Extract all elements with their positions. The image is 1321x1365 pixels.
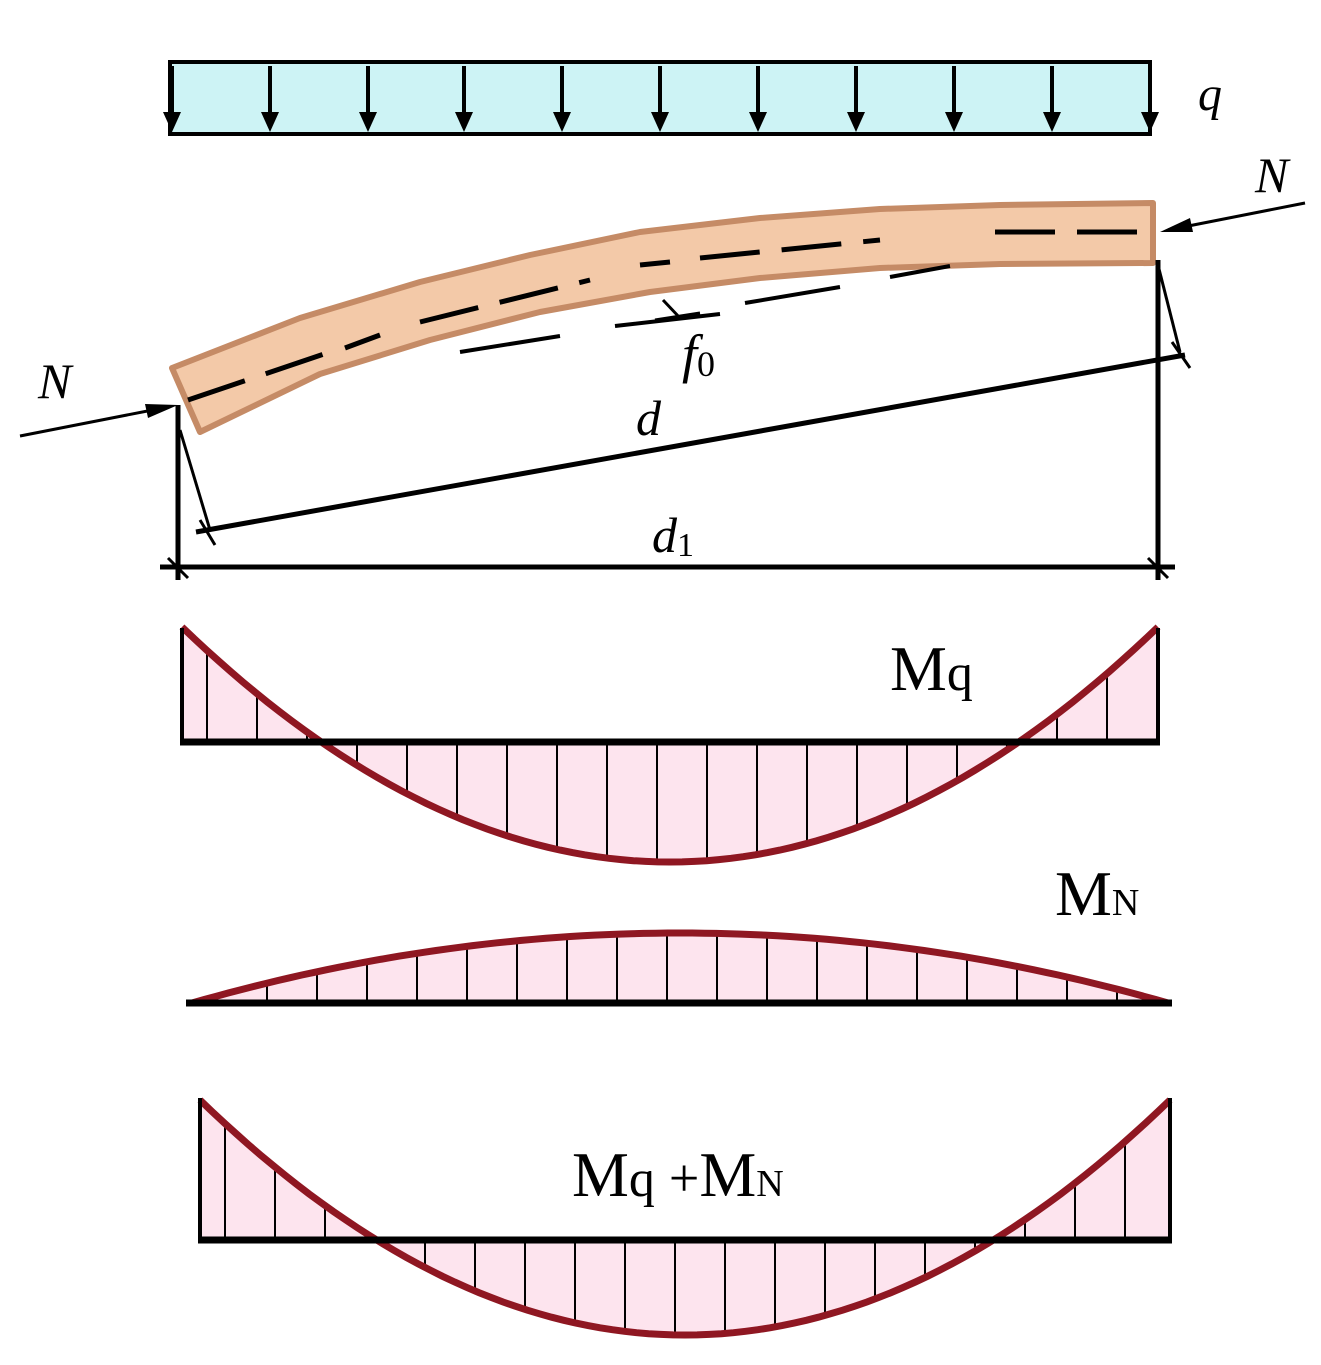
down-arrow-icon (553, 112, 571, 132)
deflection-marker (654, 298, 701, 322)
down-arrow-icon (455, 112, 473, 132)
down-arrow-icon (1141, 112, 1159, 132)
axial-force-right-label: N (1254, 147, 1291, 203)
axial-force-left-label: N (37, 353, 74, 409)
distributed-load: q (163, 60, 1222, 136)
beam-group: f0 N N d d1 (19, 147, 1306, 580)
combined-hatch (224, 1123, 1126, 1335)
mn-label: MN (1055, 858, 1139, 929)
mq-curve (179, 624, 1161, 866)
down-arrow-icon (1043, 112, 1061, 132)
load-arrows (163, 66, 1159, 132)
down-arrow-icon (749, 112, 767, 132)
axial-arrow-left-icon (19, 405, 169, 438)
chord-dashes (459, 264, 951, 354)
chord-line (195, 352, 1186, 535)
down-arrow-icon (261, 112, 279, 132)
mn-curve (191, 929, 1169, 1007)
down-arrow-icon (359, 112, 377, 132)
deformed-beam (169, 200, 1156, 435)
mq-hatch (206, 628, 1158, 862)
mn-hatch (216, 933, 1168, 1003)
down-arrow-icon (847, 112, 865, 132)
right-rotation-leg (1156, 264, 1182, 353)
combined-label: Mq+MN (572, 1139, 784, 1210)
combined-curve (197, 1097, 1173, 1339)
left-rotation-leg (178, 429, 212, 531)
span-ticks (166, 556, 1170, 580)
chord-label: d (636, 390, 662, 446)
deflection-label: f0 (682, 324, 715, 384)
down-arrow-icon (163, 112, 181, 132)
down-arrow-icon (945, 112, 963, 132)
load-label: q (1198, 68, 1222, 121)
moment-diagram-mq: Mq (179, 624, 1161, 866)
down-arrow-icon (651, 112, 669, 132)
mq-label: Mq (890, 633, 973, 704)
axial-arrowhead-left (145, 404, 178, 418)
span-label: d1 (652, 507, 694, 564)
moment-diagram-mn: MN (186, 858, 1172, 1007)
beam-centreline (187, 229, 1140, 403)
axial-arrowhead-right (1160, 218, 1193, 232)
chord-ticks (198, 341, 1192, 546)
moment-diagram-combined: Mq+MN (197, 1097, 1173, 1339)
